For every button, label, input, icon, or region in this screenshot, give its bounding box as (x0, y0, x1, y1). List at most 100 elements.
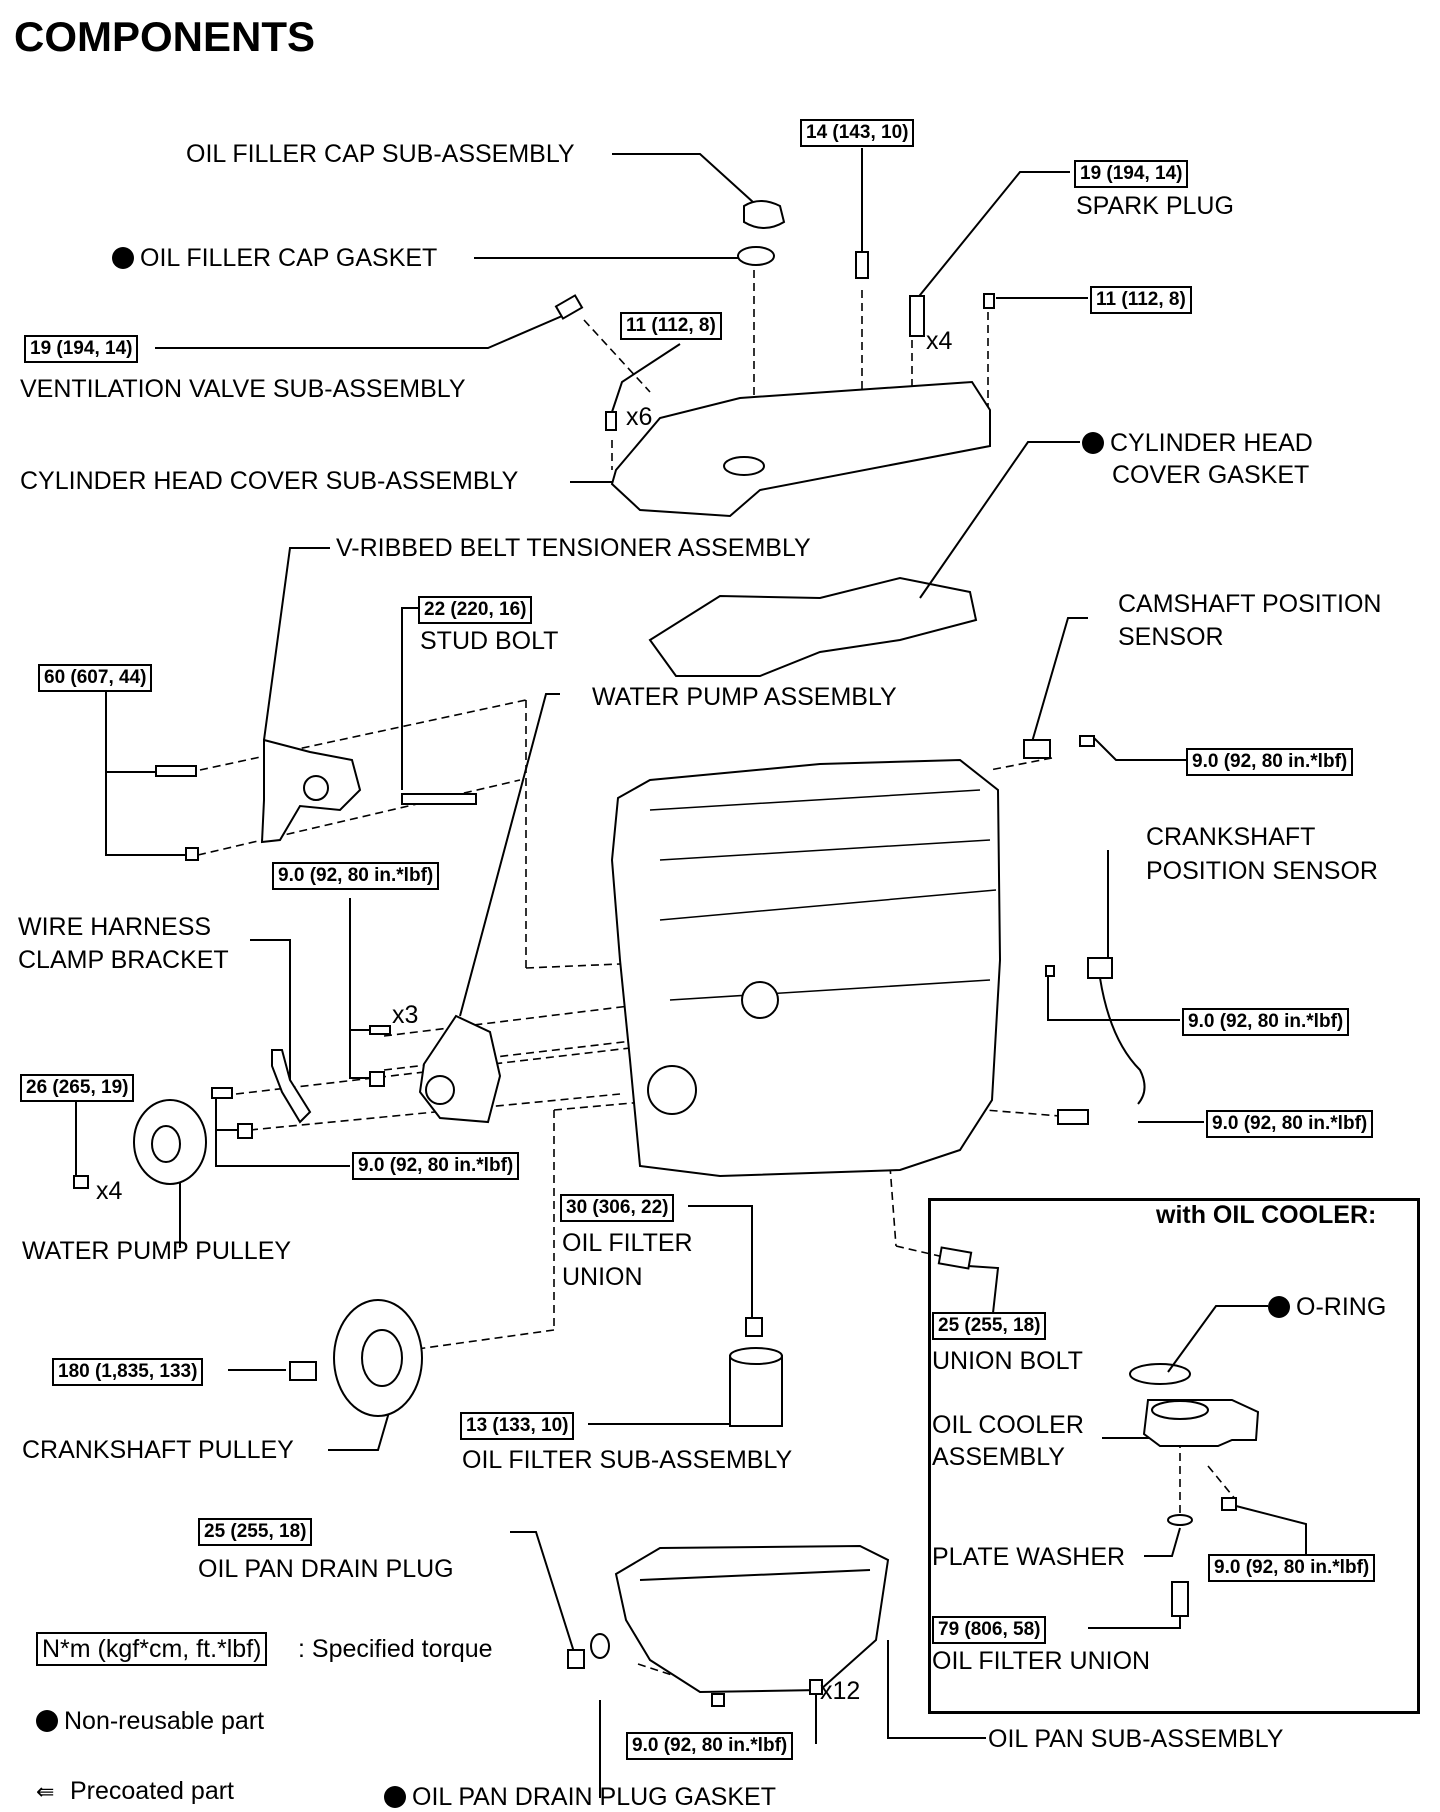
nonreusable-dot-icon (384, 1786, 406, 1808)
torque-60: 60 (607, 44) (38, 664, 153, 692)
label-crankshaft-sensor-2: POSITION SENSOR (1146, 857, 1378, 885)
torque-9-sensor-lower: 9.0 (92, 80 in.*lbf) (1206, 1110, 1374, 1138)
nonreusable-dot-icon (1268, 1296, 1290, 1318)
qty-x3-pump: x3 (392, 1001, 419, 1029)
leader-9-pump (349, 898, 370, 1079)
leader-oil-filler-cap (612, 153, 765, 213)
label-water-pump-assembly: WATER PUMP ASSEMBLY (592, 683, 897, 711)
leader-water-pump (459, 693, 560, 1017)
label-oil-filler-cap: OIL FILLER CAP SUB-ASSEMBLY (186, 140, 575, 168)
leader-cam-torque (1091, 735, 1186, 761)
drain-plug-part (567, 1649, 585, 1669)
leader-drain-plug (510, 1531, 575, 1653)
crank-bolt (289, 1361, 317, 1381)
oil-filter-union-part (745, 1317, 763, 1337)
leader-9-cooler (1235, 1505, 1307, 1566)
label-cyl-head-cover-gasket-2: COVER GASKET (1112, 461, 1310, 489)
leader-tensioner (263, 547, 330, 741)
cam-bolt (1079, 735, 1095, 747)
label-oil-cooler-assembly-2: ASSEMBLY (932, 1443, 1065, 1471)
leader-60-lower (105, 682, 186, 856)
legend-torque-box: N*m (kgf*cm, ft.*lbf) (36, 1632, 268, 1666)
torque-14: 14 (143, 10) (800, 119, 915, 147)
torque-9-pan: 9.0 (92, 80 in.*lbf) (626, 1732, 794, 1760)
cam-sensor-part (1023, 739, 1051, 759)
torque-11-left: 11 (112, 8) (620, 312, 722, 340)
label-oil-filter-union-1: OIL FILTER (562, 1229, 693, 1257)
oil-filter-part (729, 1355, 783, 1427)
oil-cooler-panel (928, 1198, 1420, 1714)
crank-sensor-lower (1057, 1109, 1089, 1125)
torque-25-union: 25 (255, 18) (932, 1312, 1047, 1340)
qty-x4-spark: x4 (926, 327, 953, 355)
oil-pan-part (614, 1544, 890, 1694)
leader-plate-washer (1144, 1527, 1181, 1557)
stud-bolt-part (401, 793, 477, 805)
spark-plug-part (909, 295, 925, 337)
oil-filler-cap-part (743, 200, 786, 229)
leader-11-left (611, 343, 681, 413)
leader-crank-torque (1047, 972, 1180, 1021)
torque-26: 26 (265, 19) (20, 1074, 135, 1102)
label-cyl-head-cover: CYLINDER HEAD COVER SUB-ASSEMBLY (20, 467, 519, 495)
leader-13 (588, 1402, 737, 1425)
union-bolt-part (937, 1246, 973, 1270)
torque-9-cam: 9.0 (92, 80 in.*lbf) (1186, 748, 1354, 776)
torque-13: 13 (133, 10) (460, 1412, 575, 1440)
engine-block-part (610, 758, 1002, 1178)
leader-union-bolt (967, 1265, 1000, 1323)
label-plate-washer: PLATE WASHER (932, 1543, 1126, 1571)
torque-180: 180 (1,835, 133) (52, 1358, 204, 1386)
qty-x6-cover: x6 (626, 403, 653, 431)
label-vribbed-tensioner: V-RIBBED BELT TENSIONER ASSEMBLY (336, 534, 811, 562)
label-wire-harness-2: CLAMP BRACKET (18, 946, 229, 974)
precoated-arrow-icon: ⇚ (36, 1779, 55, 1804)
torque-9-pump: 9.0 (92, 80 in.*lbf) (272, 862, 440, 890)
torque-19-spark: 19 (194, 14) (1074, 160, 1189, 188)
label-with-oil-cooler: with OIL COOLER: (1156, 1201, 1377, 1229)
leader-79 (1088, 1612, 1181, 1629)
o-ring-part (1129, 1363, 1191, 1385)
bolt-11-left (605, 411, 617, 431)
label-camshaft-sensor-2: SENSOR (1118, 623, 1224, 651)
qty-x4-pulley: x4 (96, 1177, 123, 1205)
label-oil-filter-union-cooler: OIL FILTER UNION (932, 1647, 1151, 1675)
label-stud-bolt: STUD BOLT (420, 627, 559, 655)
bolt-11-right (983, 293, 995, 309)
torque-11-right: 11 (112, 8) (1090, 286, 1192, 314)
nonreusable-dot-icon (112, 247, 134, 269)
label-oil-pan-sub: OIL PAN SUB-ASSEMBLY (988, 1725, 1284, 1753)
legend-torque-text: : Specified torque (298, 1635, 493, 1663)
label-oil-filler-cap-gasket: OIL FILLER CAP GASKET (112, 243, 437, 273)
leader-cam-sensor (1031, 617, 1088, 743)
drain-gasket-part (590, 1633, 610, 1659)
legend-nonreusable: Non-reusable part (36, 1706, 264, 1736)
torque-9-bracket: 9.0 (92, 80 in.*lbf) (352, 1152, 520, 1180)
label-o-ring: O-RING (1268, 1292, 1386, 1322)
bolt-60-a (155, 765, 197, 777)
label-water-pump-pulley: WATER PUMP PULLEY (22, 1237, 292, 1265)
label-oil-pan-drain-gasket: OIL PAN DRAIN PLUG GASKET (384, 1782, 776, 1812)
torque-79: 79 (806, 58) (932, 1616, 1047, 1644)
head-cover-gasket-part (648, 576, 978, 677)
torque-25-drain: 25 (255, 18) (198, 1518, 313, 1546)
legend-precoated: ⇚Precoated part (36, 1777, 234, 1805)
leader-9-bracket (215, 1094, 350, 1167)
leader-crank-sensor (1098, 850, 1109, 967)
nut-60-b (185, 847, 199, 861)
cooler-union-part (1171, 1581, 1189, 1617)
torque-9-crank-sensor: 9.0 (92, 80 in.*lbf) (1182, 1008, 1350, 1036)
leader-vent-valve (155, 309, 577, 349)
torque-30: 30 (306, 22) (560, 1194, 675, 1222)
qty-x12-pan: x12 (820, 1677, 861, 1705)
leader-oring (1167, 1305, 1268, 1373)
leader-harness (250, 939, 291, 1080)
cylinder-head-cover-part (610, 380, 991, 518)
leader-spark-plug (915, 171, 1070, 301)
label-oil-filter-union-2: UNION (562, 1263, 643, 1291)
nonreusable-dot-icon (1082, 432, 1104, 454)
nonreusable-dot-icon (36, 1710, 58, 1732)
harness-bracket-part (271, 1049, 312, 1124)
leader-30 (688, 1205, 753, 1320)
torque-22: 22 (220, 16) (418, 596, 533, 624)
